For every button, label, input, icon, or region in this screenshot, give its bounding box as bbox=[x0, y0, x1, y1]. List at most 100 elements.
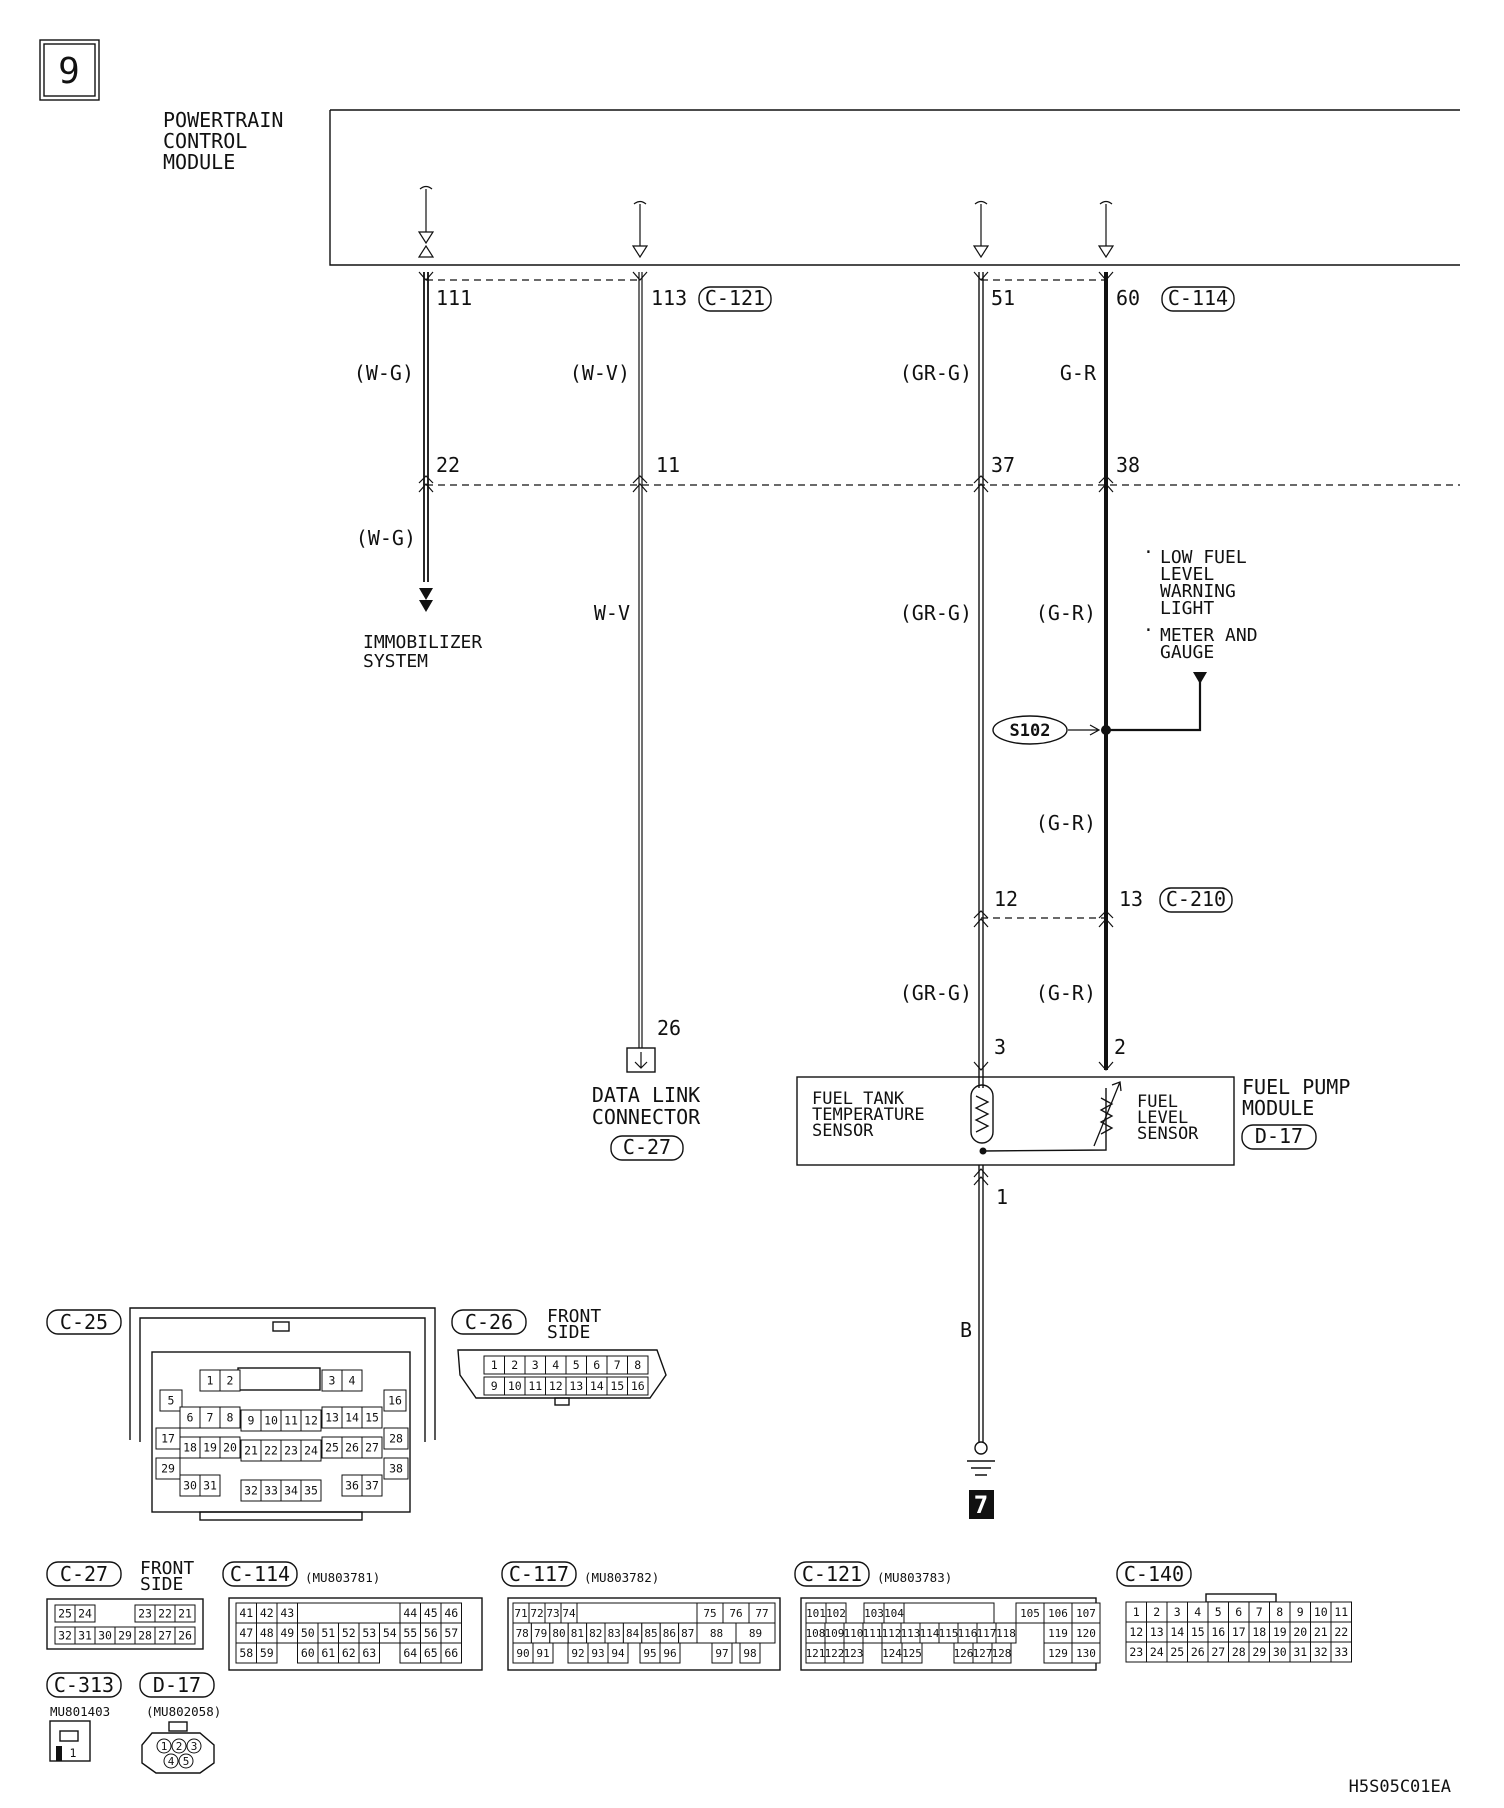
connector-pin-label: 48 bbox=[260, 1626, 274, 1640]
wire-label-gr-mid: (G-R) bbox=[1036, 601, 1096, 625]
connector-pin-label: 24 bbox=[304, 1444, 318, 1458]
page-number-box: 9 bbox=[39, 39, 100, 101]
connector-pin-label: 32 bbox=[1314, 1645, 1328, 1659]
connector-pin-label: 21 bbox=[178, 1607, 192, 1621]
terminal-51: 51 bbox=[991, 286, 1015, 310]
immobilizer-label-2: SYSTEM bbox=[363, 651, 428, 672]
connector-pin-label: 8 bbox=[227, 1411, 234, 1425]
connector-pin-label: 5 bbox=[1215, 1605, 1222, 1619]
connector-pin-label: 125 bbox=[902, 1647, 922, 1660]
connector-pin-label: 27 bbox=[365, 1441, 379, 1455]
connector-pin-label: 14 bbox=[345, 1411, 359, 1425]
connector-pin-label: 111 bbox=[863, 1627, 883, 1640]
connector-pin-label: 10 bbox=[264, 1414, 278, 1428]
connector-pin-label: 31 bbox=[203, 1479, 217, 1493]
terminal-113: 113 bbox=[651, 286, 687, 310]
terminal-38: 38 bbox=[1116, 453, 1140, 477]
svg-text:C-26: C-26 bbox=[465, 1310, 513, 1334]
svg-text:SIDE: SIDE bbox=[547, 1322, 590, 1343]
connector-pin-label: 53 bbox=[362, 1626, 376, 1640]
wire-label-wg-top: (W-G) bbox=[354, 361, 414, 385]
connector-pin-label: 16 bbox=[631, 1379, 645, 1393]
connector-pin-label: 34 bbox=[284, 1484, 298, 1498]
connector-pin-label: 130 bbox=[1076, 1647, 1096, 1660]
connector-pin bbox=[361, 1436, 383, 1459]
connector-pin bbox=[361, 1406, 383, 1429]
connector-pin-label: 20 bbox=[1293, 1625, 1307, 1639]
wire-label-wv-mid: W-V bbox=[594, 601, 630, 625]
connector-pin-label: 21 bbox=[1314, 1625, 1328, 1639]
connector-pin-label: 27 bbox=[158, 1629, 172, 1643]
pcm-title-2: CONTROL bbox=[163, 129, 247, 153]
connector-pin-label: 44 bbox=[403, 1606, 417, 1620]
connector-pin-label: 4 bbox=[168, 1755, 175, 1768]
powertrain-control-module: POWERTRAIN CONTROL MODULE bbox=[163, 108, 1460, 266]
svg-text:·: · bbox=[1143, 620, 1154, 641]
connector-pin bbox=[383, 1389, 407, 1412]
connector-pin-label: 107 bbox=[1076, 1607, 1096, 1620]
connector-pin-label: 93 bbox=[591, 1647, 604, 1660]
meter-label-2: GAUGE bbox=[1160, 642, 1214, 663]
connector-pin-label: 1 bbox=[1133, 1605, 1140, 1619]
connector-pin-label: 109 bbox=[825, 1627, 845, 1640]
connector-pin-label: 17 bbox=[161, 1432, 175, 1446]
tag-c114: C-114 bbox=[1161, 286, 1235, 312]
connector-pin-label: 78 bbox=[516, 1627, 529, 1640]
connector-pin-label: 63 bbox=[362, 1646, 376, 1660]
connector-pin-label: 84 bbox=[626, 1627, 640, 1640]
connector-view-c313: C-313 MU801403 1 bbox=[46, 1672, 122, 1762]
connector-pin-label: 120 bbox=[1076, 1627, 1096, 1640]
tag-d17: D-17 bbox=[1241, 1124, 1317, 1150]
connector-pin-label: 65 bbox=[424, 1646, 438, 1660]
svg-text:D-17: D-17 bbox=[153, 1673, 201, 1697]
connector-pin-label: 92 bbox=[571, 1647, 584, 1660]
lowfuel-label-1: LOW FUEL bbox=[1160, 547, 1247, 568]
connector-pin-label: 54 bbox=[383, 1626, 397, 1640]
terminal-13: 13 bbox=[1119, 887, 1143, 911]
connector-pin bbox=[186, 1738, 202, 1754]
terminal-22: 22 bbox=[436, 453, 460, 477]
connector-pin-label: 2 bbox=[1153, 1605, 1160, 1619]
connector-pin-label: 1 bbox=[161, 1740, 168, 1753]
connector-pin-label: 10 bbox=[1314, 1605, 1328, 1619]
connector-pin-label: 10 bbox=[508, 1379, 522, 1393]
connector-pin-label: 2 bbox=[176, 1740, 183, 1753]
connector-pin-label: 88 bbox=[710, 1627, 723, 1640]
connector-pin bbox=[361, 1474, 383, 1497]
terminal-11: 11 bbox=[656, 453, 680, 477]
connector-pin-label: 118 bbox=[996, 1627, 1016, 1640]
connector-pin-label: 11 bbox=[1334, 1605, 1348, 1619]
svg-text:1: 1 bbox=[70, 1746, 77, 1760]
connector-pin-label: 128 bbox=[992, 1647, 1012, 1660]
connector-pin-label: 79 bbox=[534, 1627, 547, 1640]
connector-pin-label: 42 bbox=[260, 1606, 274, 1620]
connector-pin-label: 97 bbox=[715, 1647, 728, 1660]
svg-text:(MU802058): (MU802058) bbox=[146, 1704, 221, 1719]
svg-text:C-25: C-25 bbox=[60, 1310, 108, 1334]
connector-pin-label: 2 bbox=[511, 1358, 518, 1372]
connector-pin-label: 43 bbox=[280, 1606, 294, 1620]
connector-pin-label: 36 bbox=[345, 1479, 359, 1493]
connector-pin-label: 5 bbox=[183, 1755, 190, 1768]
connector-pin-label: 6 bbox=[187, 1411, 194, 1425]
terminal-2: 2 bbox=[1114, 1035, 1126, 1059]
connector-pin-label: 114 bbox=[920, 1627, 940, 1640]
connector-pin-label: 22 bbox=[1334, 1625, 1348, 1639]
connector-pin-label: 124 bbox=[882, 1647, 902, 1660]
wire-label-grg-mid: (GR-G) bbox=[900, 601, 972, 625]
connector-pin bbox=[440, 1642, 462, 1664]
connector-pin-label: 37 bbox=[365, 1479, 379, 1493]
connector-pin-label: 89 bbox=[749, 1627, 762, 1640]
temp-sensor-label-2: TEMPERATURE bbox=[812, 1105, 925, 1125]
connector-pin-label: 19 bbox=[1273, 1625, 1287, 1639]
connector-pin-label: 19 bbox=[203, 1441, 217, 1455]
connector-pin-label: 33 bbox=[1334, 1645, 1348, 1659]
connector-pin-label: 123 bbox=[844, 1647, 864, 1660]
connector-pin-label: 12 bbox=[304, 1414, 318, 1428]
connector-pin bbox=[174, 1626, 196, 1645]
connector-pin-label: 23 bbox=[1129, 1645, 1143, 1659]
connector-pin-label: 121 bbox=[806, 1647, 826, 1660]
connector-pin-label: 15 bbox=[365, 1411, 379, 1425]
